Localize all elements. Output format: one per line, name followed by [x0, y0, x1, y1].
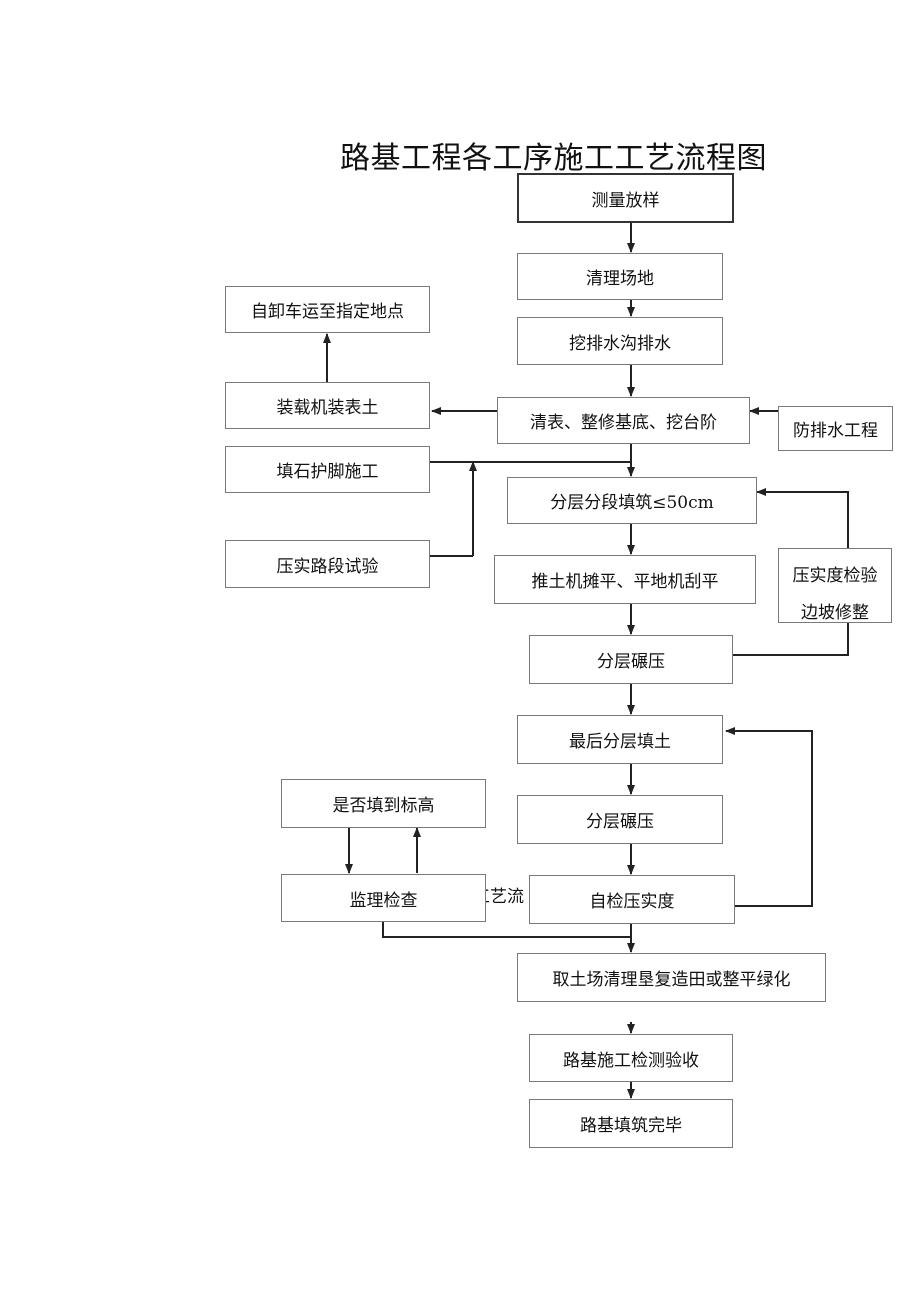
node-elevation-check: 是否填到标高 [281, 779, 486, 828]
node-survey: 测量放样 [517, 173, 734, 223]
node-waterproof: 防排水工程 [778, 406, 893, 451]
node-complete: 路基填筑完毕 [529, 1099, 733, 1148]
node-drainage-ditch: 挖排水沟排水 [517, 317, 723, 365]
node-acceptance: 路基施工检测验收 [529, 1034, 733, 1082]
node-layered-roll-1: 分层碾压 [529, 635, 733, 684]
node-strip-surface: 清表、整修基底、挖台阶 [497, 397, 750, 444]
node-layered-fill: 分层分段填筑≤50cm [507, 477, 757, 524]
node-layered-roll-2: 分层碾压 [517, 795, 723, 844]
node-rockfill-toe: 填石护脚施工 [225, 446, 430, 493]
compaction-check-line-1: 压实度检验 [792, 566, 878, 586]
node-clear-site: 清理场地 [517, 253, 723, 300]
node-spread-level: 推土机摊平、平地机刮平 [494, 555, 756, 604]
node-final-fill: 最后分层填土 [517, 715, 723, 764]
node-borrow-restore: 取土场清理垦复造田或整平绿化 [517, 953, 826, 1002]
compaction-check-line-2: 边坡修整 [801, 603, 869, 623]
node-compaction-trial: 压实路段试验 [225, 540, 430, 588]
node-self-check: 自检压实度 [529, 875, 735, 924]
node-dump-truck: 自卸车运至指定地点 [225, 286, 430, 333]
node-supervision: 监理检查 [281, 874, 486, 922]
node-loader: 装载机装表土 [225, 382, 430, 429]
page-title: 路基工程各工序施工工艺流程图 [340, 141, 767, 176]
node-compaction-check: 压实度检验 边坡修整 [778, 548, 892, 623]
